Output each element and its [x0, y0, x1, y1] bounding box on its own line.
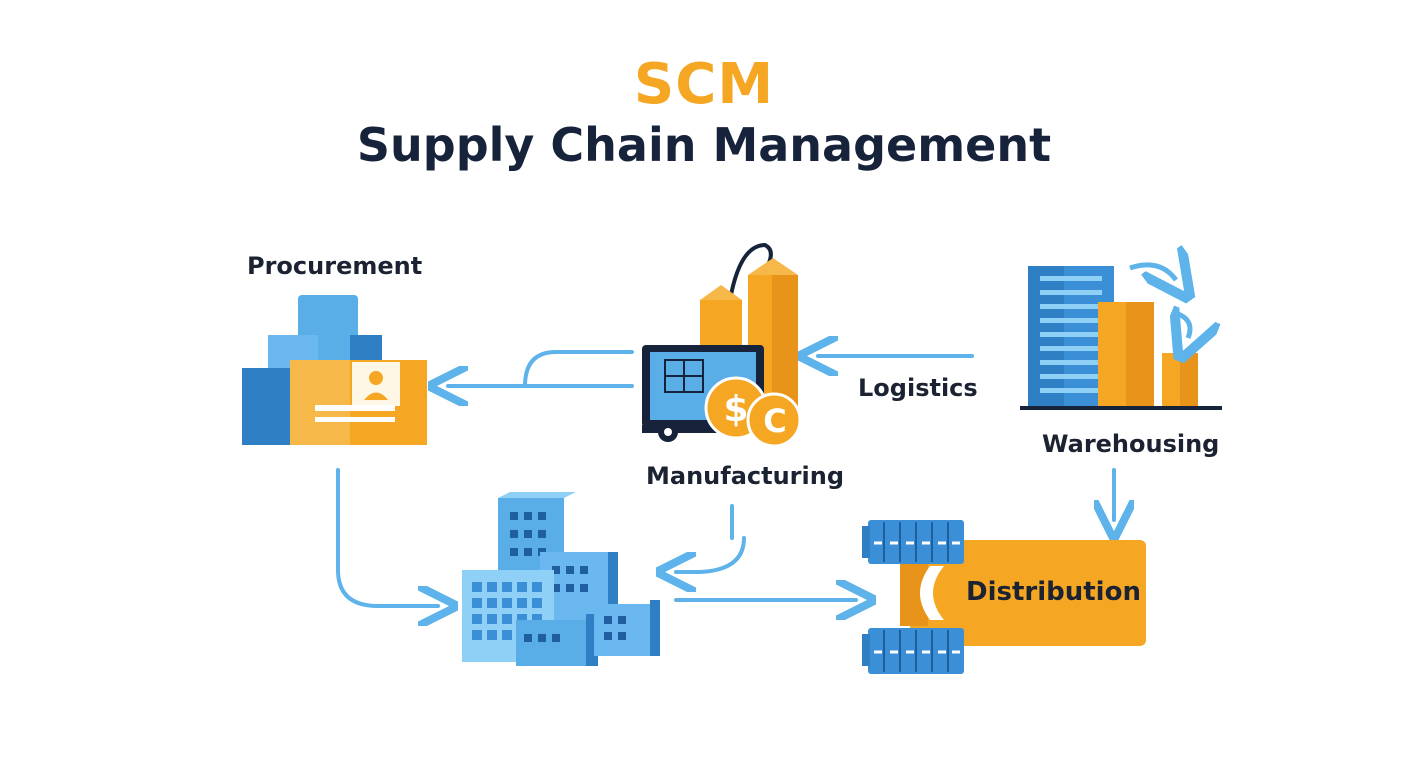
warehouse-buildings-icon [1020, 265, 1222, 410]
label-warehousing: Warehousing [1042, 430, 1220, 458]
label-manufacturing: Manufacturing [646, 462, 844, 490]
label-distribution: Distribution [966, 577, 1141, 607]
label-logistics: Logistics [858, 374, 978, 402]
arrow-procurement-to-hub [336, 468, 438, 606]
diagram-abbreviation: SCM [633, 52, 775, 117]
arrow-manufacturing-to-hub [676, 504, 746, 572]
shipping-containers-icon [862, 520, 1146, 674]
diagram-title: Supply Chain Management [356, 118, 1052, 172]
svg-text:C: C [763, 402, 786, 440]
arrow-manufacturing-to-procurement [448, 350, 634, 386]
svg-text:$: $ [723, 389, 748, 430]
factory-machine-icon: $ C [642, 242, 802, 448]
label-procurement: Procurement [247, 252, 423, 280]
city-buildings-icon [462, 492, 660, 666]
procurement-buildings-icon [242, 295, 427, 445]
